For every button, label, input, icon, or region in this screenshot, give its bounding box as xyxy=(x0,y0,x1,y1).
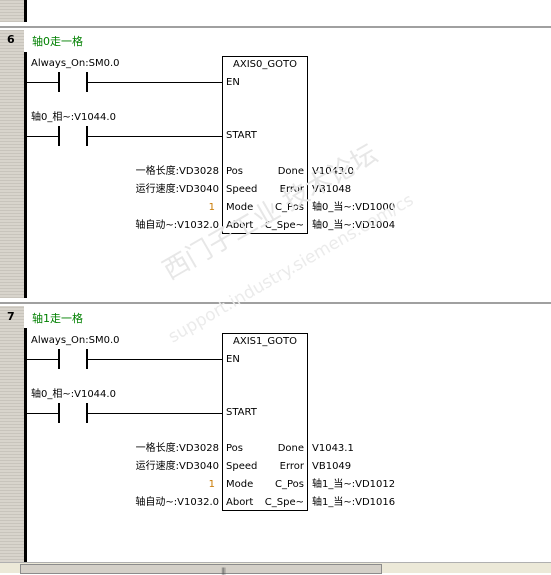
pin-c-speed: C_Spe~ xyxy=(264,497,304,508)
pin-c-pos: C_Pos xyxy=(275,202,304,213)
pin-en: EN xyxy=(226,77,240,88)
input-operand[interactable]: 轴自动~:V1032.0 xyxy=(135,220,219,231)
output-operand[interactable]: V1043.1 xyxy=(312,443,354,454)
horizontal-scrollbar[interactable]: ||| xyxy=(0,562,551,575)
input-operand[interactable]: 轴自动~:V1032.0 xyxy=(135,497,219,508)
network-number: 7 xyxy=(7,310,15,323)
input-operand[interactable]: 一格长度:VD3028 xyxy=(135,443,219,454)
pin-c-pos: C_Pos xyxy=(275,479,304,490)
pin-speed: Speed xyxy=(226,461,258,472)
no-contact[interactable] xyxy=(58,72,88,92)
pin-pos: Pos xyxy=(226,443,244,454)
wire xyxy=(88,136,222,137)
power-rail xyxy=(24,52,27,298)
output-operand[interactable]: 轴1_当~:VD1016 xyxy=(312,497,396,508)
network-title[interactable]: 轴1走一格 xyxy=(32,312,83,325)
contact-label: 轴0_相~:V1044.0 xyxy=(31,112,116,123)
wire xyxy=(88,82,222,83)
network-title[interactable]: 轴0走一格 xyxy=(32,35,83,48)
network-separator xyxy=(0,26,551,28)
pin-done: Done xyxy=(277,443,304,454)
pin-error: Error xyxy=(279,461,304,472)
output-operand[interactable]: 轴0_当~:VD1004 xyxy=(312,220,396,231)
pin-pos: Pos xyxy=(226,166,244,177)
input-operand[interactable]: 1 xyxy=(208,202,215,213)
power-rail xyxy=(24,0,27,22)
pin-en: EN xyxy=(226,354,240,365)
pin-start: START xyxy=(226,407,257,418)
grip-icon: ||| xyxy=(221,567,226,575)
wire xyxy=(27,82,58,83)
function-block[interactable]: AXIS1_GOTO EN START Pos Speed Mode Abort… xyxy=(222,333,308,511)
pin-start: START xyxy=(226,130,257,141)
output-operand[interactable]: VB1049 xyxy=(312,461,352,472)
function-block[interactable]: AXIS0_GOTO EN START Pos Speed Mode Abort… xyxy=(222,56,308,234)
network-number: 6 xyxy=(7,33,15,46)
input-operand[interactable]: 运行速度:VD3040 xyxy=(135,461,219,472)
no-contact[interactable] xyxy=(58,403,88,423)
block-title: AXIS1_GOTO xyxy=(233,336,297,347)
input-operand[interactable]: 1 xyxy=(208,479,215,490)
pin-mode: Mode xyxy=(226,479,254,490)
pin-done: Done xyxy=(277,166,304,177)
network-separator xyxy=(0,302,551,304)
no-contact[interactable] xyxy=(58,349,88,369)
output-operand[interactable]: 轴1_当~:VD1012 xyxy=(312,479,396,490)
network-gutter xyxy=(0,30,24,298)
wire xyxy=(88,413,222,414)
wire xyxy=(27,413,58,414)
wire xyxy=(27,359,58,360)
wire xyxy=(27,136,58,137)
contact-label: Always_On:SM0.0 xyxy=(31,58,120,69)
power-rail xyxy=(24,328,27,563)
pin-mode: Mode xyxy=(226,202,254,213)
output-operand[interactable]: 轴0_当~:VD1000 xyxy=(312,202,396,213)
pin-speed: Speed xyxy=(226,184,258,195)
output-operand[interactable]: VB1048 xyxy=(312,184,352,195)
pin-c-speed: C_Spe~ xyxy=(264,220,304,231)
input-operand[interactable]: 一格长度:VD3028 xyxy=(135,166,219,177)
output-operand[interactable]: V1043.0 xyxy=(312,166,354,177)
network-gutter xyxy=(0,0,24,22)
pin-error: Error xyxy=(279,184,304,195)
wire xyxy=(88,359,222,360)
pin-abort: Abort xyxy=(226,497,254,508)
input-operand[interactable]: 运行速度:VD3040 xyxy=(135,184,219,195)
pin-abort: Abort xyxy=(226,220,254,231)
block-title: AXIS0_GOTO xyxy=(233,59,297,70)
no-contact[interactable] xyxy=(58,126,88,146)
network-gutter xyxy=(0,306,24,563)
contact-label: Always_On:SM0.0 xyxy=(31,335,120,346)
contact-label: 轴0_相~:V1044.0 xyxy=(31,389,116,400)
